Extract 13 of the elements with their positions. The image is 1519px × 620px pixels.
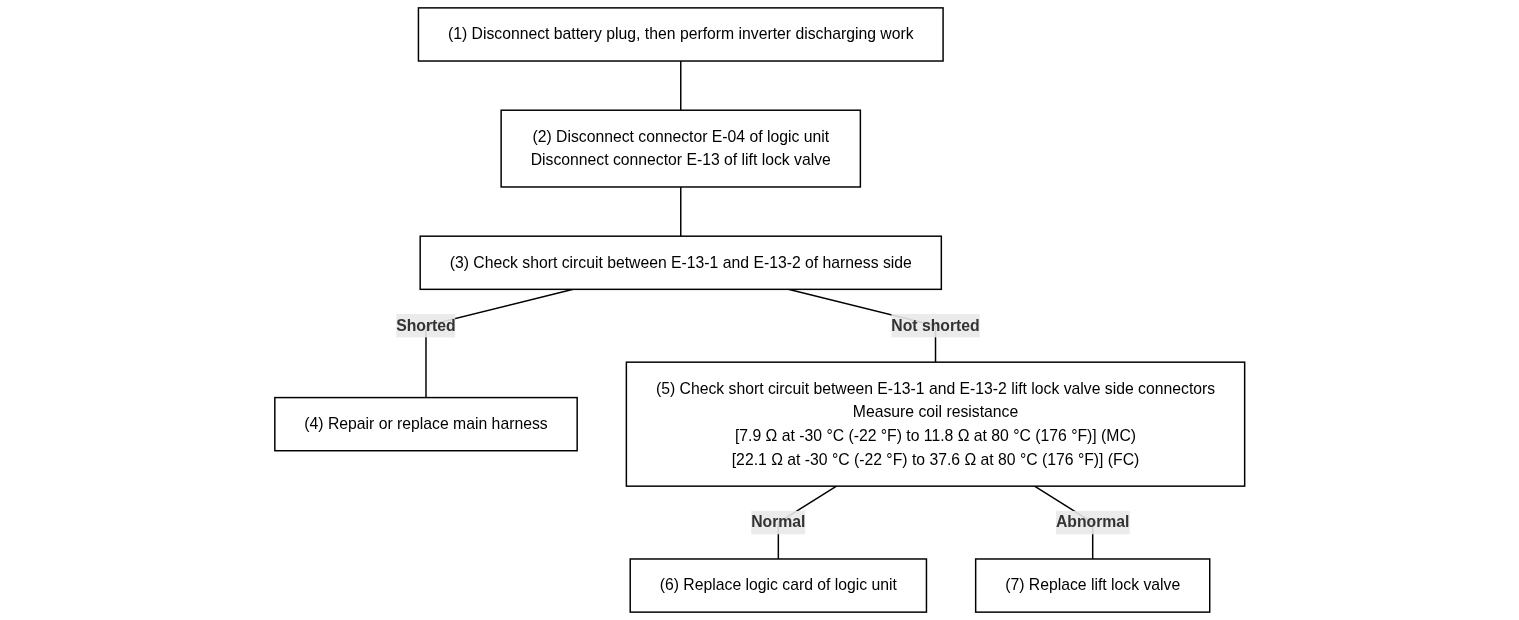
connector: [679, 186, 682, 237]
node-box: (6) Replace logic card of logic unit: [629, 558, 927, 613]
edge-label: Abnormal: [1055, 513, 1130, 531]
node-box: (4) Repair or replace main harness: [273, 396, 578, 452]
node-box: (1) Disconnect battery plug, then perform inverter discharging work: [417, 7, 944, 62]
node-box: (2) Disconnect connector E-04 of logic unit Disconnect connector E-13 of lift lock valve: [500, 109, 861, 188]
node-box: (3) Check short circuit between E-13-1 and E-13-2 of harness side: [419, 235, 942, 291]
connector: [679, 60, 682, 111]
node-box: (7) Replace lift lock valve: [974, 558, 1211, 613]
edge-label: Not shorted: [891, 316, 980, 334]
node-box: (5) Check short circuit between E-13-1 and E-13-2 lift lock valve side connectors Measure coil resistance [7.9 Ω at -30 °C (-22 °F) to 11.8 Ω at 80 °C (176 °F)] (MC) [22.1 Ω at -30 °C (-22 °F) to 37.6 Ω at 80 °C (176 °F)] (FC): [625, 361, 1246, 487]
edge-label: Normal: [750, 513, 806, 531]
edge-label: Shorted: [396, 316, 456, 334]
